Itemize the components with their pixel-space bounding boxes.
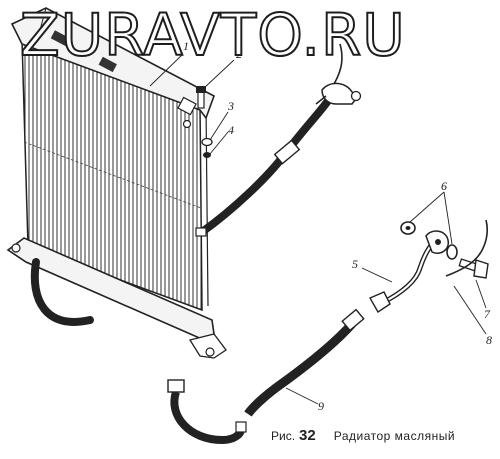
upper-oil-hose bbox=[195, 95, 334, 237]
oil-pipe-5 bbox=[369, 230, 449, 313]
thermo-fitting bbox=[315, 43, 362, 105]
bracket-8 bbox=[445, 219, 489, 277]
callout-7: 7 bbox=[484, 307, 491, 321]
banjo-bolt-7 bbox=[458, 258, 489, 279]
callout-8: 8 bbox=[486, 333, 492, 347]
callout-1: 1 bbox=[183, 39, 189, 53]
radiator-core bbox=[21, 38, 209, 312]
washer-4 bbox=[203, 152, 211, 158]
caption-prefix: Рис. bbox=[271, 429, 296, 443]
callout-6: 6 bbox=[441, 179, 447, 193]
caption-number: 32 bbox=[299, 427, 316, 444]
washer-6-right bbox=[446, 244, 458, 260]
figure-caption: Рис.32 Радиатор масляный bbox=[271, 427, 455, 444]
bolt-2 bbox=[196, 86, 206, 109]
callout-5: 5 bbox=[352, 257, 358, 271]
caption-title: Радиатор масляный bbox=[333, 429, 456, 443]
radiator-bottom-tank bbox=[6, 237, 227, 359]
washer-3 bbox=[201, 137, 213, 147]
callout-2: 2 bbox=[236, 47, 242, 61]
lower-oil-hose-9 bbox=[167, 308, 365, 445]
callout-3: 3 bbox=[227, 99, 234, 113]
callout-9: 9 bbox=[318, 399, 324, 413]
radiator-top-tank bbox=[10, 7, 215, 129]
watermark-text: ZURAVTO.RU bbox=[19, 1, 406, 69]
leader-lines bbox=[149, 53, 487, 405]
callout-4: 4 bbox=[228, 123, 234, 137]
